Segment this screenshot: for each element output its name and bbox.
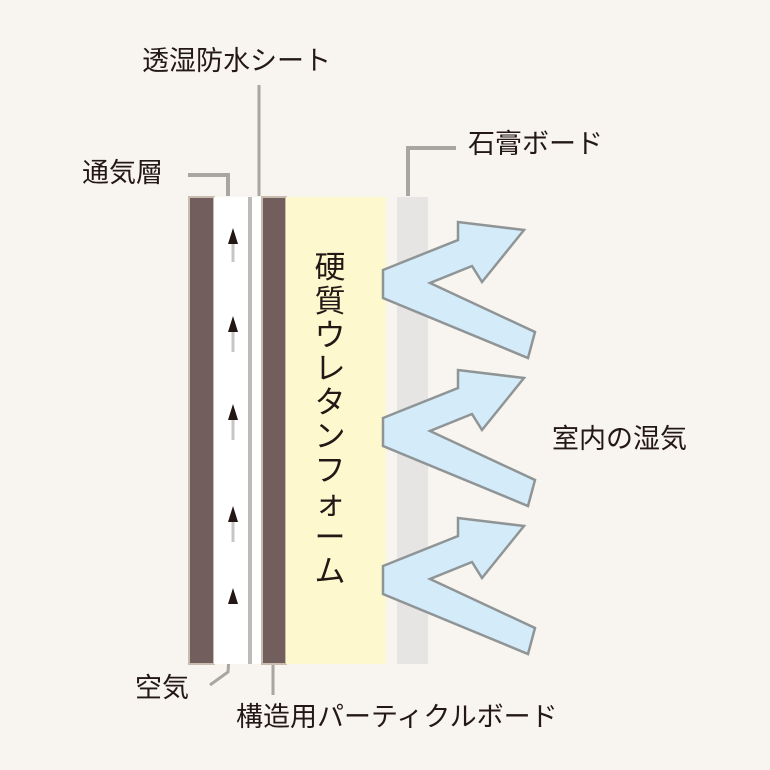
air-arrow-icon	[228, 228, 238, 262]
label-structural-board: 構造用パーティクルボード	[236, 702, 558, 733]
label-indoor-moisture: 室内の湿気	[552, 424, 687, 455]
air-flow-arrows	[228, 228, 238, 604]
structural-board	[261, 196, 287, 665]
label-vent-layer: 通気層	[82, 158, 163, 189]
moisture-arrow-icon	[381, 368, 537, 508]
air-arrow-icon	[228, 316, 238, 352]
air-arrow-icon	[228, 506, 238, 542]
vent-layer	[214, 197, 248, 664]
label-air: 空気	[135, 673, 189, 704]
label-gypsum: 石膏ボード	[468, 129, 603, 160]
membrane-sheet	[248, 197, 252, 664]
air-arrow-icon	[228, 404, 238, 440]
label-membrane: 透湿防水シート	[142, 46, 331, 77]
membrane-gap	[252, 197, 262, 664]
air-arrow-icon	[228, 588, 238, 604]
leader-vent-layer	[188, 173, 230, 196]
moisture-arrow-icon	[381, 516, 537, 656]
exterior-board	[188, 196, 215, 665]
label-foam: 硬質ウレタンフォーム	[314, 250, 346, 591]
leader-gypsum	[406, 146, 456, 196]
moisture-arrow-icon	[381, 220, 537, 360]
urethane-foam-layer	[286, 197, 386, 664]
